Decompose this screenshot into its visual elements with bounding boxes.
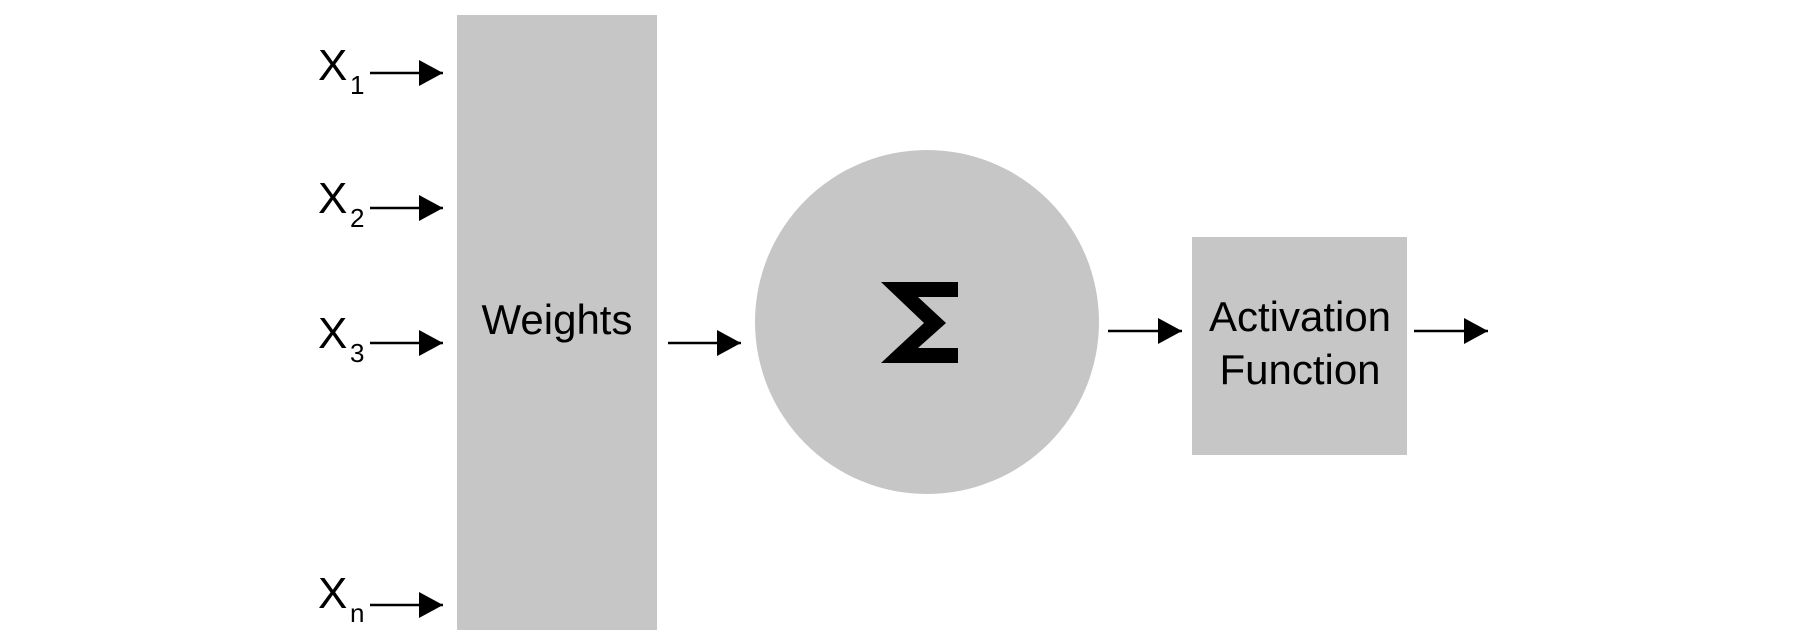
input-x2: X 2 — [318, 174, 364, 233]
input-xn-subscript: n — [350, 598, 364, 628]
input-x1-subscript: 1 — [350, 70, 364, 100]
activation-block: Activation Function — [1192, 237, 1407, 455]
input-x2-symbol: X — [318, 174, 347, 223]
input-x3-subscript: 3 — [350, 338, 364, 368]
activation-label-line2: Function — [1219, 346, 1380, 393]
input-x1-symbol: X — [318, 41, 347, 90]
activation-rect — [1192, 237, 1407, 455]
input-xn-symbol: X — [318, 569, 347, 618]
input-x1: X 1 — [318, 41, 364, 100]
weights-label: Weights — [482, 296, 633, 343]
summation-node — [755, 150, 1099, 494]
weights-block: Weights — [457, 15, 657, 630]
activation-label-line1: Activation — [1209, 293, 1391, 340]
input-xn: X n — [318, 569, 364, 628]
sigma-icon — [881, 282, 958, 363]
input-x3-symbol: X — [318, 309, 347, 358]
weights-rect — [457, 15, 657, 630]
input-x2-subscript: 2 — [350, 203, 364, 233]
input-x3: X 3 — [318, 309, 364, 368]
